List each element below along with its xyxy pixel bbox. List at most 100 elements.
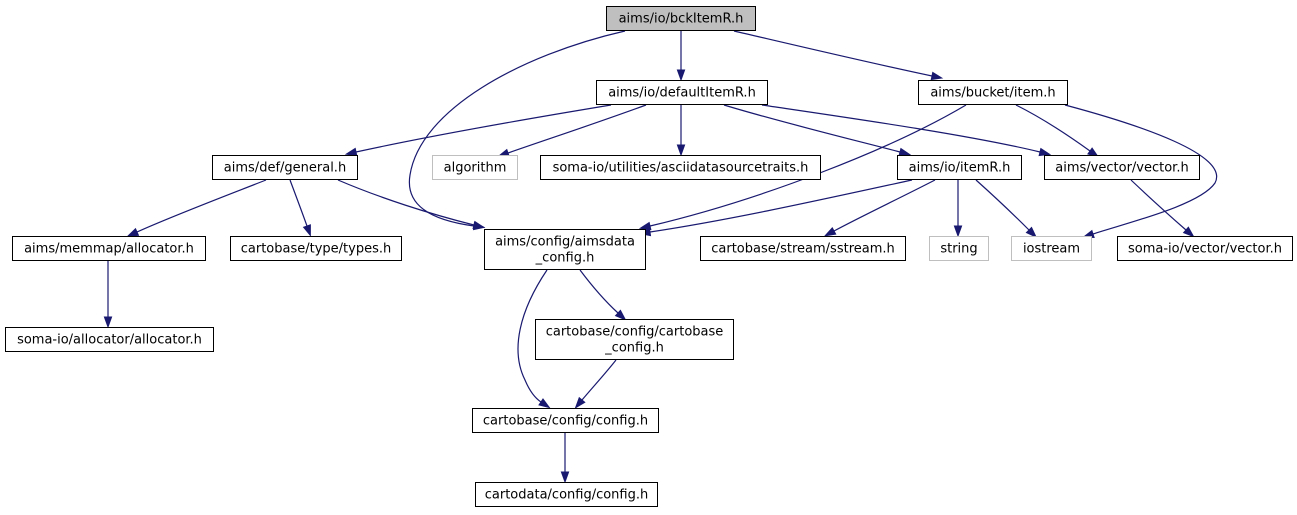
- node-label: aims/bucket/item.h: [930, 86, 1055, 101]
- edge-defaultItemR-to-aimsVector: [761, 104, 1052, 157]
- node-label: aims/io/bckItemR.h: [619, 12, 744, 27]
- node-string[interactable]: string: [929, 236, 989, 261]
- node-asciidatasource[interactable]: soma-io/utilities/asciidatasourcetraits.…: [540, 155, 821, 180]
- edge-line: [408, 30, 626, 227]
- arrowhead-icon: [302, 224, 311, 237]
- edge-aimsVector-to-somaVector: [1130, 179, 1195, 238]
- node-label: iostream: [1023, 242, 1080, 257]
- arrowhead-icon: [676, 144, 686, 157]
- node-configH[interactable]: cartobase/config/config.h: [472, 408, 659, 433]
- node-label: algorithm: [444, 161, 507, 176]
- node-itemR[interactable]: aims/io/itemR.h: [897, 155, 1022, 180]
- arrowhead-icon: [126, 227, 140, 237]
- edge-line: [761, 104, 1041, 153]
- edge-line: [733, 30, 933, 77]
- node-box[interactable]: [5, 327, 214, 352]
- edge-line: [833, 179, 936, 232]
- node-box[interactable]: [475, 482, 658, 507]
- edge-itemR-to-aimsdataConfig: [638, 179, 913, 237]
- edges-layer: [103, 30, 1218, 484]
- edge-bckItemR-to-defaultItemR: [676, 31, 686, 82]
- arrowhead-icon: [953, 225, 963, 238]
- edge-bckItemR-to-bucketItem: [733, 30, 944, 81]
- edge-memmapAllocator-to-somaAllocator: [103, 261, 113, 329]
- edge-line: [1015, 104, 1091, 152]
- edge-itemR-to-iostream: [975, 179, 1038, 239]
- arrowhead-icon: [676, 69, 686, 82]
- node-label: cartobase/stream/sstream.h: [711, 242, 895, 257]
- node-general[interactable]: aims/def/general.h: [212, 155, 358, 180]
- edge-line: [289, 179, 308, 227]
- node-iostream[interactable]: iostream: [1011, 236, 1092, 261]
- node-aimsVector[interactable]: aims/vector/vector.h: [1044, 155, 1200, 180]
- node-label: cartobase/config/cartobase: [546, 325, 724, 340]
- node-types[interactable]: cartobase/type/types.h: [230, 236, 402, 261]
- arrowhead-icon: [103, 316, 113, 329]
- arrowhead-icon: [574, 396, 586, 409]
- node-aimsdataConfig[interactable]: aims/config/aimsdata_config.h: [484, 229, 646, 270]
- edge-line: [579, 269, 619, 314]
- arrowhead-icon: [560, 471, 570, 484]
- node-box[interactable]: [212, 155, 358, 180]
- edge-line: [517, 269, 548, 403]
- arrowhead-icon: [344, 147, 358, 157]
- node-box[interactable]: [230, 236, 402, 261]
- node-sstream[interactable]: cartobase/stream/sstream.h: [700, 236, 906, 261]
- nodes-layer: aims/io/bckItemR.h aims/io/defaultItemR.h…: [5, 6, 1293, 507]
- arrowhead-icon: [538, 398, 551, 409]
- node-box[interactable]: [700, 236, 906, 261]
- node-box[interactable]: [484, 229, 646, 270]
- node-label: aims/memmap/allocator.h: [24, 242, 194, 257]
- node-box[interactable]: [1044, 155, 1200, 180]
- node-cartodataConfig[interactable]: cartodata/config/config.h: [475, 482, 658, 507]
- arrowhead-icon: [472, 220, 486, 230]
- node-box[interactable]: [897, 155, 1022, 180]
- node-box[interactable]: [535, 319, 734, 360]
- node-box[interactable]: [918, 80, 1068, 105]
- arrowhead-icon: [930, 71, 944, 81]
- edge-line: [337, 179, 475, 226]
- edge-itemR-to-sstream: [823, 179, 936, 237]
- edge-line: [136, 179, 267, 233]
- node-box[interactable]: [606, 6, 756, 31]
- arrowhead-icon: [898, 147, 912, 157]
- arrowhead-icon: [1182, 226, 1195, 238]
- node-label: cartodata/config/config.h: [485, 488, 648, 503]
- edge-defaultItemR-to-algorithm: [497, 104, 647, 157]
- node-box[interactable]: [12, 236, 206, 261]
- edge-line: [507, 104, 647, 154]
- node-somaVector[interactable]: soma-io/vector/vector.h: [1117, 236, 1293, 261]
- node-box[interactable]: [1011, 236, 1092, 261]
- node-box[interactable]: [432, 155, 518, 180]
- edge-line: [355, 104, 612, 153]
- node-label: soma-io/vector/vector.h: [1128, 242, 1282, 257]
- arrowhead-icon: [1038, 147, 1052, 157]
- edge-aimsdataConfig-to-cartobaseConfig: [579, 269, 627, 321]
- node-label: string: [940, 242, 977, 257]
- node-label: aims/io/defaultItemR.h: [608, 86, 756, 101]
- node-box[interactable]: [596, 80, 768, 105]
- node-label: aims/def/general.h: [224, 161, 346, 176]
- node-defaultItemR[interactable]: aims/io/defaultItemR.h: [596, 80, 768, 105]
- node-algorithm[interactable]: algorithm: [432, 155, 518, 180]
- edge-general-to-aimsdataConfig: [337, 179, 486, 230]
- edge-defaultItemR-to-general: [344, 104, 612, 157]
- node-somaAllocator[interactable]: soma-io/allocator/allocator.h: [5, 327, 214, 352]
- node-label: soma-io/allocator/allocator.h: [17, 333, 202, 348]
- node-memmapAllocator[interactable]: aims/memmap/allocator.h: [12, 236, 206, 261]
- node-bckItemR[interactable]: aims/io/bckItemR.h: [606, 6, 756, 31]
- edge-line: [581, 359, 617, 401]
- node-box[interactable]: [472, 408, 659, 433]
- edge-general-to-types: [289, 179, 311, 237]
- node-box[interactable]: [929, 236, 989, 261]
- edge-line: [1130, 179, 1187, 231]
- node-box[interactable]: [540, 155, 821, 180]
- edge-bckItemR-to-aimsdataConfig: [408, 30, 626, 231]
- node-label: _config.h: [535, 251, 595, 266]
- node-label: aims/config/aimsdata: [495, 235, 635, 250]
- node-bucketItem[interactable]: aims/bucket/item.h: [918, 80, 1068, 105]
- edge-line: [975, 179, 1030, 231]
- node-box[interactable]: [1117, 236, 1293, 261]
- node-cartobaseConfig[interactable]: cartobase/config/cartobase_config.h: [535, 319, 734, 360]
